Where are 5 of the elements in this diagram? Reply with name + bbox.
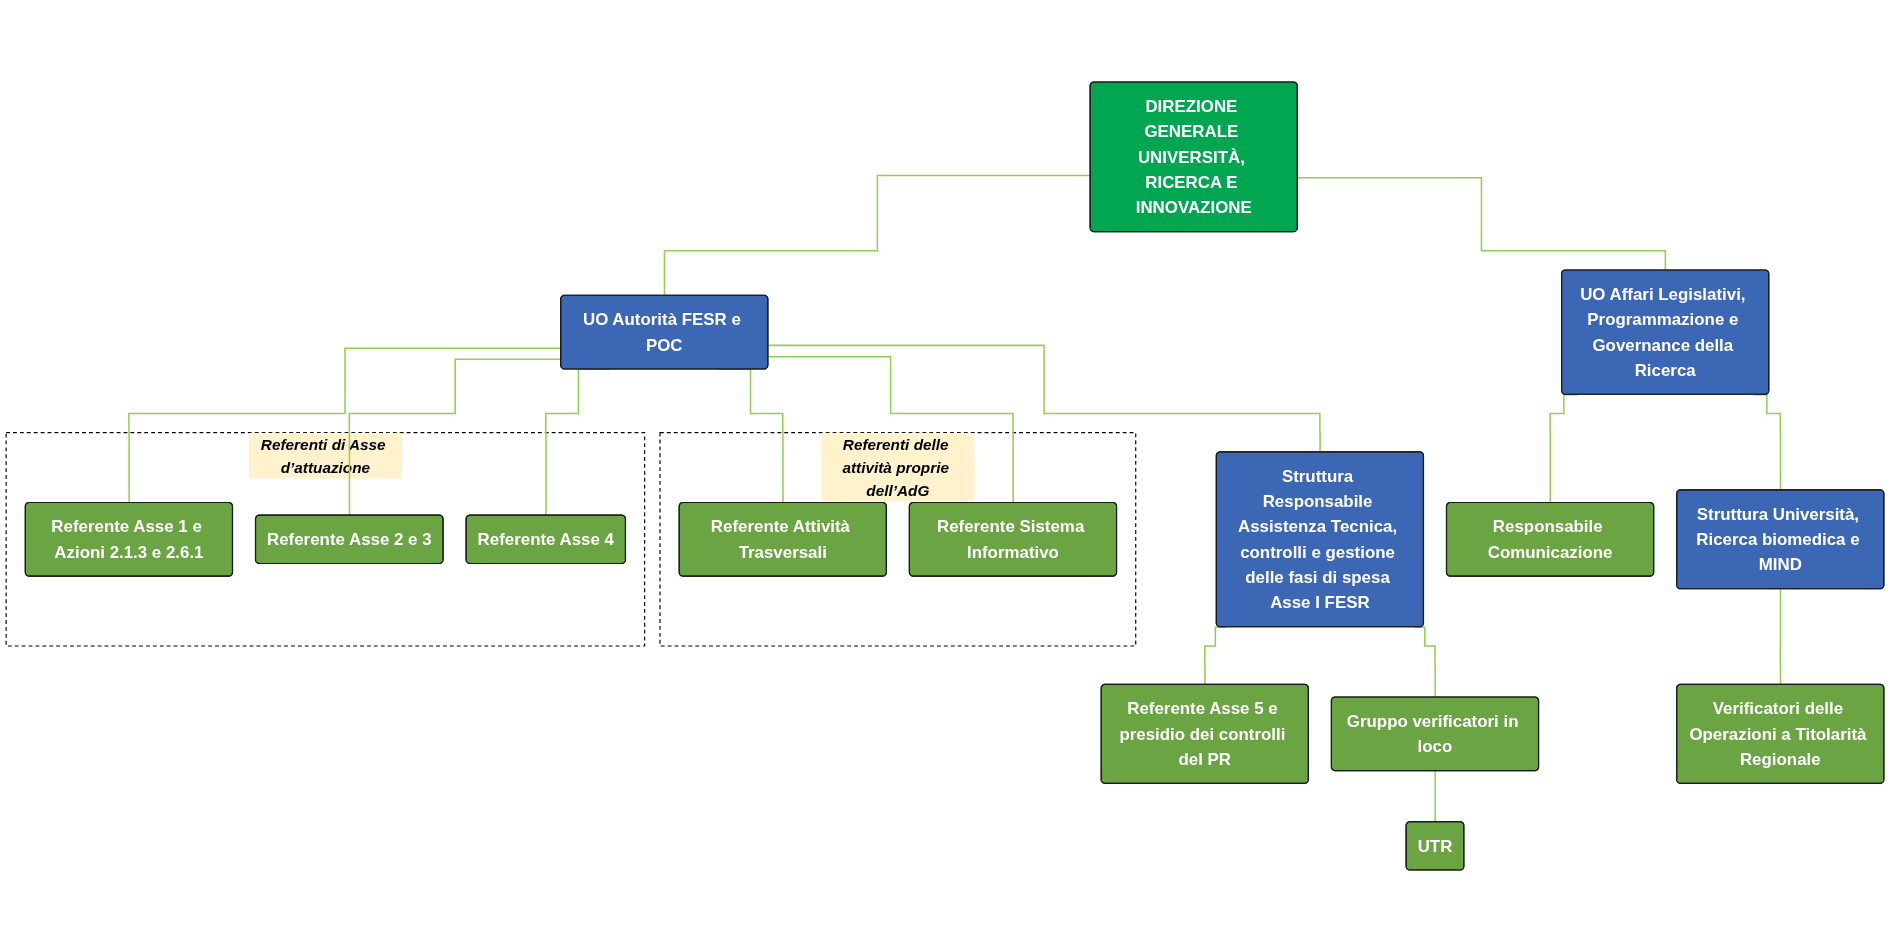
connector <box>767 344 1322 453</box>
connector <box>1434 770 1437 823</box>
connector <box>1204 626 1227 686</box>
connector <box>1779 588 1782 686</box>
connector <box>767 355 1015 504</box>
